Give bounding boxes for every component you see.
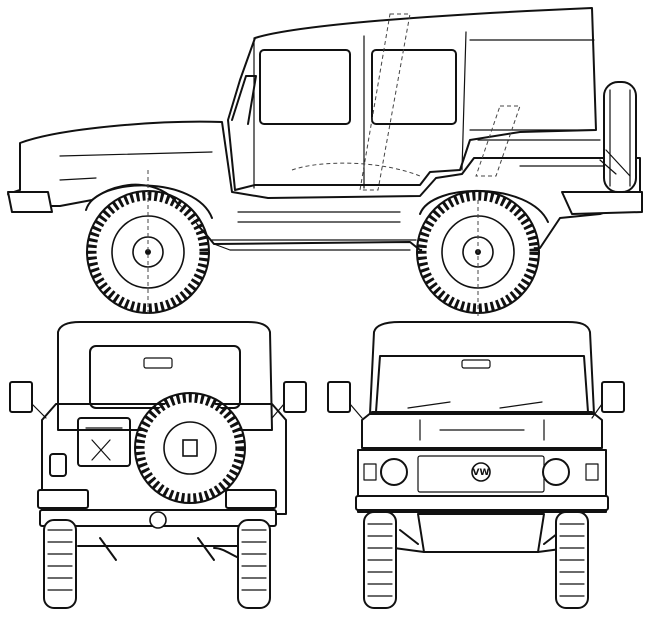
side-spare-tire [603, 81, 637, 193]
side-front-arch [85, 184, 213, 219]
rear-fuel-can [49, 453, 67, 477]
side-view [7, 7, 643, 316]
side-jerrycan [599, 149, 631, 177]
front-axle [393, 529, 569, 553]
front-bumper [355, 495, 609, 511]
side-strakes [59, 139, 621, 223]
side-undercarriage [211, 239, 417, 251]
front-skid-plate [417, 513, 545, 553]
rear-tow-hitch [149, 511, 167, 529]
side-windshield [231, 75, 257, 125]
front-mirror-right [601, 381, 625, 413]
side-front-bumper [7, 191, 53, 213]
front-badge [471, 462, 491, 482]
rear-mirror-left [9, 381, 33, 413]
side-rear-wheel [416, 190, 540, 316]
front-hood-ribs [419, 419, 545, 441]
side-front-wheel [86, 170, 210, 316]
front-rear-view-mirror [461, 359, 491, 369]
rear-axle [77, 537, 245, 561]
front-body [357, 449, 607, 513]
rear-jerrycan [77, 417, 131, 467]
side-soft-top [227, 7, 597, 191]
front-indicator-left [363, 463, 377, 481]
front-view: VW [327, 321, 625, 609]
side-top-seam [469, 39, 595, 131]
side-front-window [259, 49, 351, 125]
front-headlight-left [380, 458, 408, 486]
side-door-front [253, 35, 365, 189]
front-wheel-right [555, 511, 589, 609]
front-mirror-left [327, 381, 351, 413]
front-wheel-left [363, 511, 397, 609]
rear-wheel-right [237, 519, 271, 609]
front-badge-text: VW [473, 468, 490, 478]
side-rear-bumper [561, 191, 643, 215]
front-hood [361, 411, 603, 449]
side-interior-seat [291, 13, 521, 191]
rear-wheel-left [43, 519, 77, 609]
side-door-rear [461, 31, 467, 171]
front-headlight-right [542, 458, 570, 486]
front-indicator-right [585, 463, 599, 481]
rear-lamp-right [225, 489, 277, 509]
rear-view [9, 321, 307, 609]
front-wipers [407, 401, 543, 409]
rear-window-latch [143, 357, 173, 369]
side-spare-tread [609, 89, 631, 187]
side-rear-window [371, 49, 457, 125]
rear-mirror-right [283, 381, 307, 413]
rear-spare-tire [134, 392, 246, 504]
rear-lamp-left [37, 489, 89, 509]
